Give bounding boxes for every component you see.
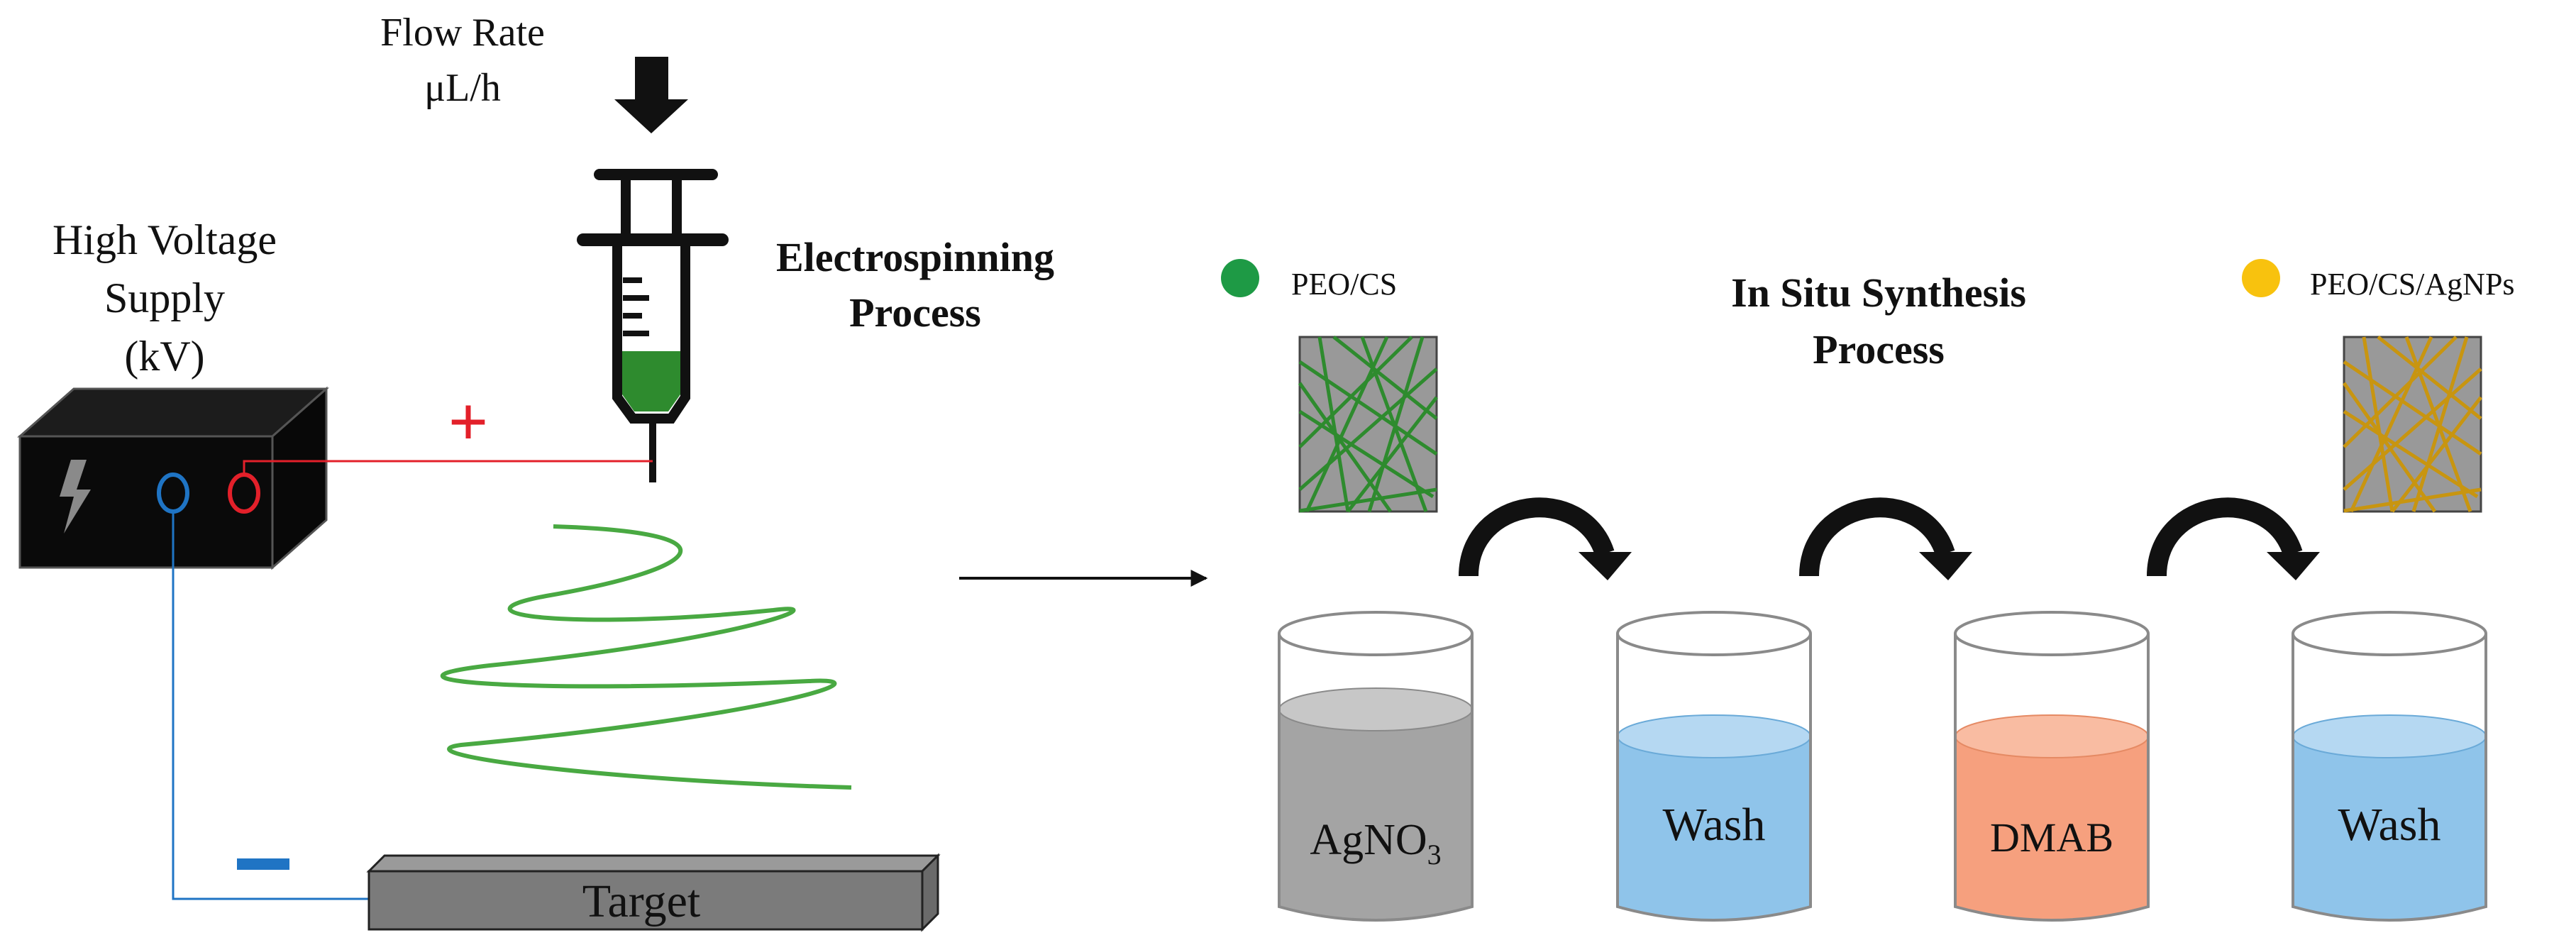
positive-sign: + (448, 382, 489, 461)
syringe-icon (577, 169, 729, 482)
beaker-agno3: AgNO3 (1278, 611, 1474, 922)
beaker-label-dmab: DMAB (1990, 814, 2113, 861)
high-voltage-supply-box (17, 386, 329, 570)
step-arrow-icon-2 (1799, 497, 1972, 580)
legend-dot-peo-cs-agnps (2242, 259, 2280, 297)
beaker-wash-2: Wash (2292, 611, 2487, 922)
legend-dot-peo-cs (1221, 259, 1259, 297)
syringe-liquid (622, 351, 680, 411)
beaker-label-wash-2: Wash (2338, 799, 2441, 851)
supply-label-line1: High Voltage (52, 216, 277, 263)
flow-down-arrow-icon (614, 57, 688, 133)
beaker-wash-1: Wash (1616, 611, 1812, 922)
negative-wire (172, 512, 369, 900)
electrospinning-title: Electrospinning (776, 234, 1054, 280)
step-arrow-icon-1 (1459, 497, 1632, 580)
target-label: Target (582, 875, 700, 927)
legend-label-peo-cs-agnps: PEO/CS/AgNPs (2310, 267, 2515, 302)
beaker-label-agno3: AgNO3 (1310, 816, 1441, 871)
synthesis-subtitle: Process (1813, 326, 1945, 372)
flow-rate-unit: μL/h (424, 66, 501, 110)
lightning-icon (60, 460, 91, 534)
negative-sign (237, 858, 289, 870)
electrospinning-subtitle: Process (849, 289, 981, 336)
fiber-jet-spiral (440, 524, 852, 790)
flow-rate-label: Flow Rate (380, 11, 545, 55)
supply-label-line3: (kV) (124, 333, 204, 380)
synthesis-title: In Situ Synthesis (1731, 270, 2026, 316)
collector-target (366, 853, 941, 932)
step-arrow-icon-3 (2147, 497, 2320, 580)
beaker-dmab: DMAB (1954, 611, 2150, 922)
legend-label-peo-cs: PEO/CS (1291, 267, 1397, 302)
supply-label-line2: Supply (104, 275, 225, 321)
mesh-peo-cs (1298, 336, 1438, 513)
beaker-label-wash-1: Wash (1663, 799, 1766, 851)
positive-wire (243, 460, 653, 475)
mesh-peo-cs-agnps (2342, 336, 2482, 513)
